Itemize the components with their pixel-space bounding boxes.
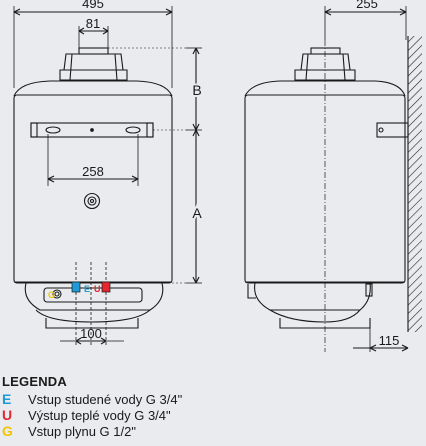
legend-code-gas: G (2, 423, 13, 439)
dim-flue-width (78, 26, 109, 48)
dim-label-a: A (192, 205, 202, 221)
legend-item-hot-water: U Výstup teplé vody G 3/4" (2, 407, 422, 423)
legend-text-cold: Vstup studené vody G 3/4" (28, 391, 183, 407)
dim-vertical-ab (108, 47, 202, 284)
side-flue (294, 47, 356, 81)
flue-hood (59, 47, 128, 81)
legend-text-gas: Vstup plynu G 1/2" (28, 423, 136, 439)
legend: LEGENDA E Vstup studené vody G 3/4" U Vý… (2, 374, 422, 439)
dim-bracket-spacing (47, 134, 139, 186)
front-view (13, 6, 202, 346)
connection-pipes (71, 262, 111, 346)
legend-text-hot: Výstup teplé vody G 3/4" (28, 407, 171, 423)
dim-label-b: B (192, 82, 201, 98)
mounting-bracket (30, 122, 154, 138)
hot-connection-label: U (94, 284, 101, 294)
legend-item-cold-water: E Vstup studené vody G 3/4" (2, 391, 422, 407)
dim-side-depth-label: 255 (356, 0, 378, 11)
heater-drawing: 495 81 258 100 B A G E U (13, 0, 422, 352)
dim-width-total (13, 6, 173, 88)
dim-flue-width-label: 81 (86, 16, 100, 31)
tank-body (13, 94, 173, 284)
dim-width-total-label: 495 (82, 0, 104, 11)
dim-wall-offset (353, 320, 409, 352)
dim-pipe-spacing-label: 100 (80, 326, 102, 341)
cold-connection-label: E (84, 284, 90, 294)
dim-pipe-spacing (60, 337, 124, 345)
legend-code-cold: E (2, 391, 12, 407)
legend-code-hot: U (2, 407, 13, 423)
legend-title: LEGENDA (2, 374, 67, 389)
tank-top-dome (13, 80, 173, 97)
side-view (244, 6, 422, 352)
gas-connection-label: G (48, 290, 55, 300)
tank-bottom (14, 281, 172, 329)
temperature-dial (83, 192, 101, 210)
legend-item-gas: G Vstup plynu G 1/2" (2, 423, 422, 439)
dim-side-depth (324, 6, 407, 40)
dim-wall-offset-label: 115 (379, 333, 400, 348)
wall (408, 36, 422, 332)
dim-bracket-spacing-label: 258 (82, 164, 104, 179)
